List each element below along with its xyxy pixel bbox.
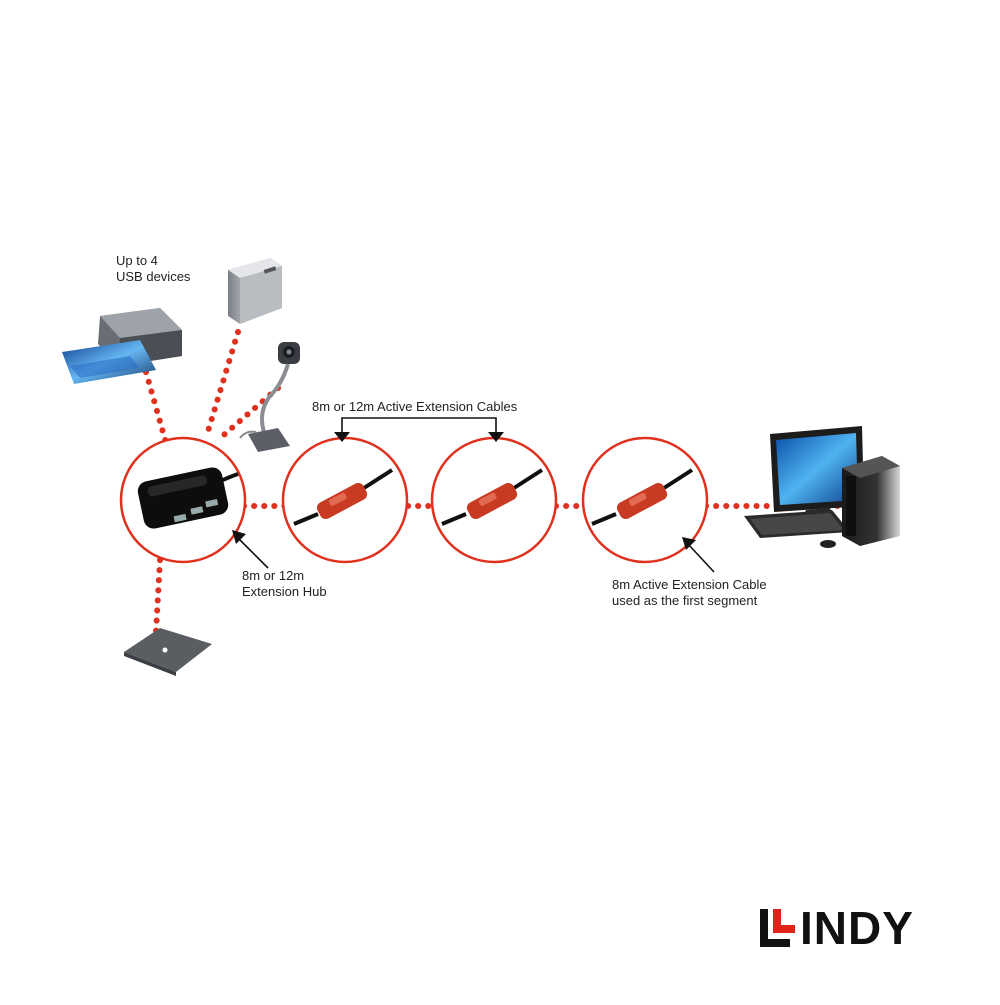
active-cables-label-text: 8m or 12m Active Extension Cables bbox=[312, 399, 518, 414]
webcam-icon bbox=[239, 342, 300, 452]
connector-printer-hub bbox=[143, 369, 171, 453]
arrowhead-first-segment bbox=[682, 537, 696, 550]
connector-hdd-hub bbox=[203, 329, 241, 441]
lindy-logo-mark bbox=[760, 909, 796, 947]
hub-arrow-line bbox=[237, 537, 269, 569]
printer-icon bbox=[62, 308, 182, 384]
active-cable-icon-2 bbox=[441, 468, 544, 526]
usb-devices-label-line2: USB devices bbox=[116, 269, 191, 284]
scanner-icon bbox=[124, 628, 212, 676]
connector-webcam-hub bbox=[215, 385, 281, 443]
hub-label-line2: Extension Hub bbox=[242, 584, 327, 599]
hub-label-line1: 8m or 12m bbox=[242, 568, 305, 583]
bracket-arrow bbox=[341, 417, 497, 434]
arrowhead-cable2 bbox=[488, 432, 504, 442]
connector-scanner-hub bbox=[153, 557, 163, 635]
arrowhead-hub bbox=[232, 530, 246, 544]
active-cables-label: 8m or 12m Active Extension Cables bbox=[312, 399, 517, 415]
usb-devices-label: Up to 4 USB devices bbox=[116, 253, 190, 285]
lindy-logo: INDY bbox=[760, 902, 914, 954]
arrows bbox=[237, 417, 715, 573]
arrowhead-cable1 bbox=[334, 432, 350, 442]
lindy-logo-text: INDY bbox=[800, 902, 914, 954]
first-segment-label-line2: used as the first segment bbox=[612, 593, 758, 608]
active-cable-icon-3 bbox=[591, 468, 694, 526]
external-hdd-icon bbox=[228, 258, 282, 324]
first-segment-arrow-line bbox=[687, 543, 715, 573]
usb-hub-icon bbox=[137, 467, 239, 529]
active-cable-icon-1 bbox=[293, 468, 394, 526]
hub-label: 8m or 12m Extension Hub bbox=[242, 568, 327, 600]
lindy-logo-red-bar bbox=[773, 909, 781, 933]
usb-devices-label-line1: Up to 4 bbox=[116, 253, 158, 268]
first-segment-label: 8m Active Extension Cable used as the fi… bbox=[612, 577, 767, 609]
first-segment-label-line1: 8m Active Extension Cable bbox=[612, 577, 767, 592]
arrowheads bbox=[232, 432, 696, 550]
desktop-computer-icon bbox=[744, 426, 900, 548]
